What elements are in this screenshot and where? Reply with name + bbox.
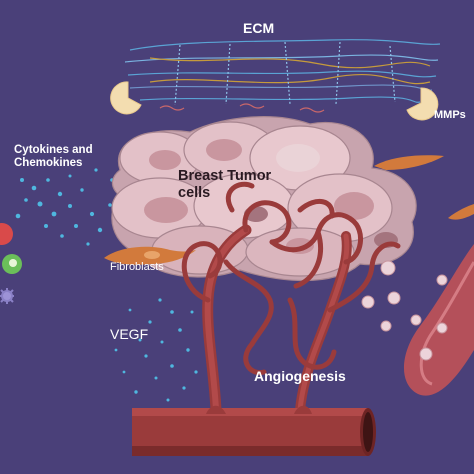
tumor-cell-mass [111,116,417,282]
breast-tumor-cells-label: Breast Tumor cells [178,168,271,201]
fibroblasts [104,155,474,265]
ecm-label: ECM [243,20,275,36]
angiogenesis-label: Angiogenesis [254,368,346,384]
cytokines-label-line2: Chemokines [14,157,83,170]
immune-cell-red [0,223,13,245]
tumor-label-line2: cells [178,184,211,201]
fibroblasts-label: Fibroblasts [110,261,164,273]
cytokines-label: Cytokines and Chemokines [14,144,93,170]
mmp-left [110,81,142,115]
mmp-right [406,87,439,121]
ecm-network [124,39,441,113]
immune-cell-spiky [0,288,14,304]
cytokine-particles [15,168,114,246]
vessel-network [181,181,401,416]
vegf-label: VEGF [110,326,149,342]
mmps-label: MMPs [434,109,466,121]
right-blood-vessel [403,244,474,396]
main-blood-vessel [132,405,376,456]
tumor-label-line1: Breast Tumor [178,168,272,184]
cytokines-label-line1: Cytokines and [14,144,93,156]
vegf-particles [114,298,198,402]
